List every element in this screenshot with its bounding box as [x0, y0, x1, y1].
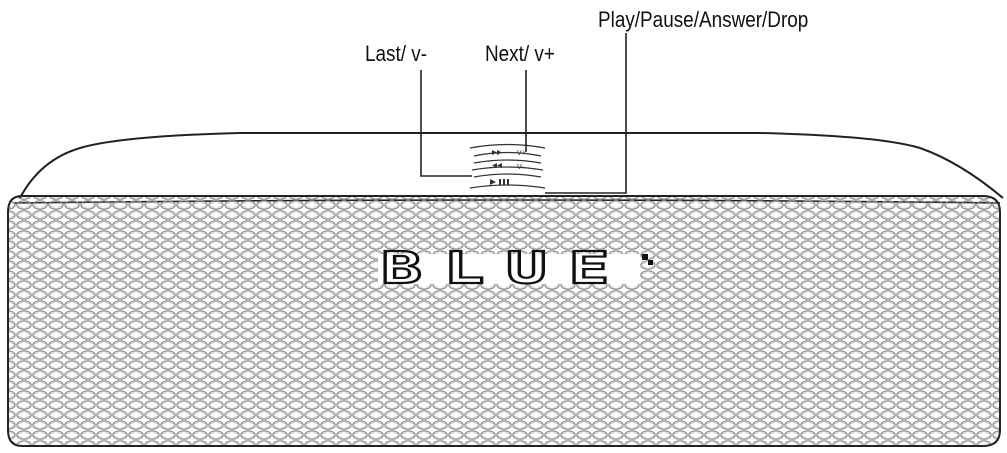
brand-logo: BLUE: [381, 243, 631, 294]
speaker-grille: [8, 196, 1000, 446]
speaker-top-panel: [19, 132, 1004, 199]
last-button-text: V-: [517, 164, 524, 171]
next-button[interactable]: V+: [469, 143, 546, 158]
top-button-group: V+ V-: [469, 143, 546, 189]
callout-next: Next/ v+: [485, 41, 555, 66]
bluetooth-mark-icon: [642, 254, 653, 265]
brand-logo-backdrop: [378, 254, 640, 284]
play-pause-icon: [490, 179, 509, 185]
leader-play-pause: [545, 33, 627, 194]
last-icon: [492, 163, 502, 168]
callout-last: Last/ v-: [365, 41, 428, 66]
speaker-grille-frame: [7, 195, 1001, 447]
leader-last: [420, 70, 472, 177]
leader-lines: [420, 33, 627, 194]
callout-play-pause: Play/Pause/Answer/Drop: [598, 7, 809, 32]
next-icon: [492, 150, 502, 155]
next-button-text: V+: [517, 150, 526, 157]
last-button[interactable]: V-: [471, 159, 544, 171]
play-pause-button[interactable]: [469, 173, 546, 189]
